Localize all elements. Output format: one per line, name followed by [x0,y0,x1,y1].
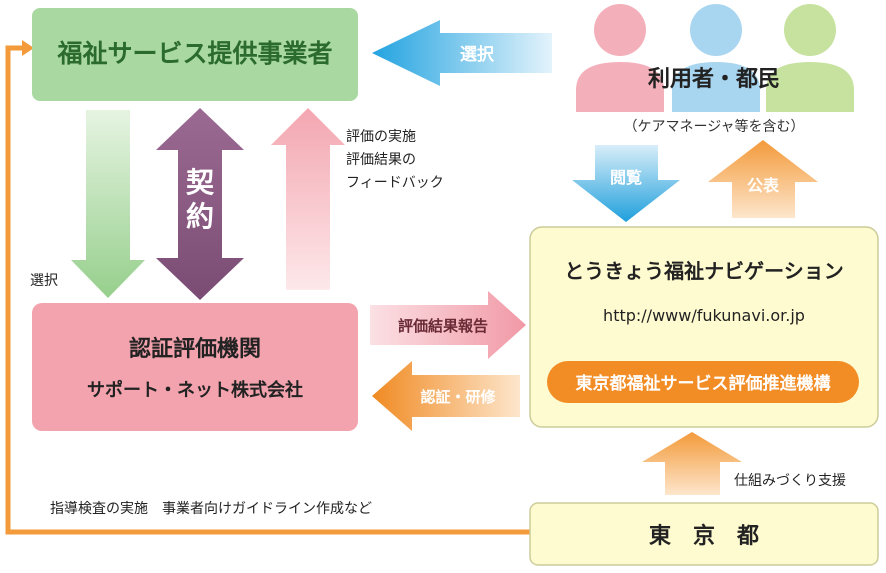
feedback-line-3: フィードバック [346,175,444,191]
person-pink-icon [576,4,664,112]
evaluator-box: 認証評価機関 サポート・ネット株式会社 [32,303,358,431]
support-label: 仕組みづくり支援 [734,473,846,489]
publish-arrow: 公表 [708,140,818,218]
certify-label: 認証・研修 [420,388,496,406]
evaluator-title: 認証評価機関 [129,336,261,362]
person-blue-icon [672,4,760,112]
provider-title: 福祉サービス提供事業者 [56,39,332,68]
report-arrow: 評価結果報告 [370,291,526,359]
guidance-connector-arrowhead [22,40,34,56]
browse-arrow: 閲覧 [572,145,680,222]
navi-org: 東京都福祉サービス評価推進機構 [576,373,831,394]
certify-arrow: 認証・研修 [372,361,520,431]
navi-url: http://www/fukunavi.or.jp [603,306,805,325]
evaluator-subtitle: サポート・ネット株式会社 [87,379,303,401]
contract-label-1: 契 [186,166,215,199]
person-green-icon [766,4,854,112]
feedback-line-2: 評価結果の [346,152,416,168]
contract-label-2: 約 [186,200,214,233]
feedback-label: 評価の実施 評価結果の フィードバック [346,129,444,191]
users-title: 利用者・都民 [648,67,780,92]
guidance-connector-line [5,45,530,535]
provider-box: 福祉サービス提供事業者 [32,8,358,101]
tokyo-title: 東 京 都 [649,523,759,549]
feedback-up-arrow [271,108,345,290]
select-arrow: 選択 [372,20,552,86]
navi-org-badge [547,361,859,403]
users-subtitle: （ケアマネージャ等を含む） [623,118,804,135]
support-arrow [642,432,742,495]
publish-label: 公表 [747,176,780,195]
tokyo-box: 東 京 都 [529,502,879,566]
navi-box: とうきょう福祉ナビゲーション http://www/fukunavi.or.jp… [529,226,879,428]
select-top-label: 選択 [460,44,495,65]
report-label: 評価結果報告 [398,317,488,335]
select-left-label: 選択 [30,273,58,289]
users-figures: 利用者・都民 （ケアマネージャ等を含む） [576,4,854,135]
browse-label: 閲覧 [610,168,642,187]
select-down-arrow [71,110,145,298]
navi-title: とうきょう福祉ナビゲーション [564,259,844,283]
feedback-line-1: 評価の実施 [346,129,416,145]
guidance-label: 指導検査の実施 事業者向けガイドライン作成など [50,501,372,517]
contract-arrow: 契 約 [156,108,244,300]
